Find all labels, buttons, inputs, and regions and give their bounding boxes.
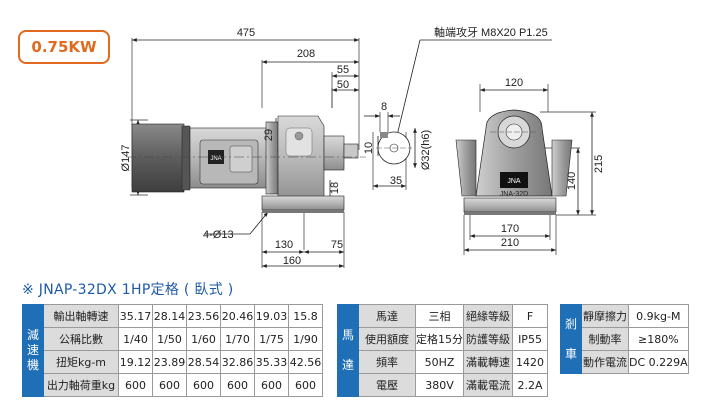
svg-text:JNA: JNA — [210, 156, 221, 162]
reducer-spec-table: 減 速 機 輸出軸轉速 35.17 28.14 23.56 20.46 19.0… — [22, 304, 323, 397]
reducer-row-label: 出力軸荷重kg — [43, 373, 119, 397]
dim-35: 35 — [390, 175, 402, 187]
motor-cell-label: 絕緣等級 — [463, 304, 513, 328]
table-cell: 1/75 — [254, 327, 289, 351]
dim-key-height: 10 — [363, 142, 375, 154]
motor-spec-table: 馬 達 馬達 三相 絕緣等級 F 使用額度 定格15分 防護等級 IP55 頻率… — [337, 304, 548, 397]
reducer-row-label: 公稱比數 — [43, 327, 119, 351]
table-cell: 1/70 — [220, 327, 255, 351]
table-cell: 19.12 — [118, 350, 153, 374]
brake-cell-value: DC 0.229A — [628, 350, 689, 374]
dim-215: 215 — [593, 155, 605, 173]
table-cell: 600 — [152, 373, 187, 397]
motor-cell-value: 三相 — [415, 304, 464, 328]
table-cell: 28.54 — [186, 350, 221, 374]
table-cell: 28.14 — [152, 304, 187, 328]
reducer-row-label: 輸出軸轉速 — [43, 304, 119, 328]
table-cell: 600 — [220, 373, 255, 397]
dim-shaft-55: 55 — [337, 64, 349, 76]
brake-cell-value: ≥180% — [628, 327, 689, 351]
motor-cell-value: 2.2A — [512, 373, 548, 397]
brake-group-label: 剎 車 — [560, 304, 582, 374]
reducer-group-label: 減 速 機 — [22, 304, 44, 397]
motor-cell-label: 防護等級 — [463, 327, 513, 351]
brake-cell-label: 制動率 — [581, 327, 629, 351]
table-row: 頻率 50HZ 滿載轉速 1420 — [338, 350, 548, 374]
motor-cell-label: 頻率 — [358, 350, 416, 374]
table-row: 動作電流 DC 0.229A — [561, 350, 689, 374]
dim-shaft-diameter: Ø32(h6) — [420, 130, 432, 170]
table-cell: 600 — [254, 373, 289, 397]
motor-cell-label: 電壓 — [358, 373, 416, 397]
motor-cell-label: 馬達 — [358, 304, 416, 328]
table-row: 扭矩kg-m 19.12 23.89 28.54 32.86 35.33 42.… — [23, 350, 323, 374]
motor-cell-label: 使用額度 — [358, 327, 416, 351]
front-view: JNA JNA-32D 120 140 215 170 210 — [455, 77, 605, 255]
table-cell: 1/60 — [186, 327, 221, 351]
table-cell: 32.86 — [220, 350, 255, 374]
table-cell: 42.56 — [288, 350, 323, 374]
motor-cell-value: 380V — [415, 373, 464, 397]
brake-cell-label: 動作電流 — [581, 350, 629, 374]
motor-cell-label: 滿載電流 — [463, 373, 513, 397]
side-view: JNA 475 208 55 50 Ø147 29 18 — [120, 27, 366, 268]
dim-shaft-50: 50 — [337, 79, 349, 91]
power-badge-text: 0.75KW — [31, 38, 97, 56]
dim-29: 29 — [263, 129, 275, 141]
table-cell: 600 — [288, 373, 323, 397]
dim-120: 120 — [505, 77, 523, 89]
table-cell: 23.56 — [186, 304, 221, 328]
brake-spec-table: 剎 車 靜摩擦力 0.9kg-M 制動率 ≥180% 動作電流 DC 0.229… — [560, 304, 689, 374]
shaft-detail: 軸端攻牙 M8X20 P1.25 8 10 Ø32(h6) 35 — [363, 25, 552, 190]
dim-210: 210 — [501, 237, 519, 249]
dim-160: 160 — [283, 255, 301, 267]
motor-cell-value: IP55 — [512, 327, 548, 351]
dim-mount-holes: 4-Ø13 — [203, 229, 234, 241]
table-row: 剎 車 靜摩擦力 0.9kg-M — [560, 304, 689, 374]
front-logo-model: JNA-32D — [500, 191, 528, 198]
shaft-thread-note: 軸端攻牙 M8X20 P1.25 — [434, 25, 548, 39]
svg-text:JNA: JNA — [507, 178, 521, 185]
reducer-row-label: 扭矩kg-m — [43, 350, 119, 374]
table-row: 馬 達 馬達 三相 絕緣等級 F — [337, 304, 548, 397]
motor-group-label: 馬 達 — [337, 304, 359, 397]
dim-170: 170 — [501, 223, 519, 235]
power-badge: 0.75KW — [18, 30, 110, 64]
technical-drawing: JNA 475 208 55 50 Ø147 29 18 — [120, 25, 605, 268]
dim-75: 75 — [331, 239, 343, 251]
dim-18: 18 — [329, 182, 341, 194]
table-cell: 600 — [186, 373, 221, 397]
motor-cell-value: F — [512, 304, 548, 328]
table-cell: 600 — [118, 373, 153, 397]
table-cell: 23.89 — [152, 350, 187, 374]
table-cell: 35.33 — [254, 350, 289, 374]
spec-heading: ※ JNAP-32DX 1HP定格 ( 臥式 ) — [22, 282, 234, 298]
table-cell: 19.03 — [254, 304, 289, 328]
table-row: 出力軸荷重kg 600 600 600 600 600 600 — [23, 373, 323, 397]
dim-motor-diameter: Ø147 — [120, 145, 132, 172]
motor-cell-value: 定格15分 — [415, 327, 464, 351]
table-row: 電壓 380V 滿載電流 2.2A — [338, 373, 548, 397]
table-cell: 20.46 — [220, 304, 255, 328]
table-row: 使用額度 定格15分 防護等級 IP55 — [338, 327, 548, 351]
dim-gearbox-length: 208 — [297, 48, 315, 60]
table-row: 制動率 ≥180% — [561, 327, 689, 351]
table-row: 公稱比數 1/40 1/50 1/60 1/70 1/75 1/90 — [23, 327, 323, 351]
brake-cell-label: 靜摩擦力 — [581, 304, 629, 328]
table-cell: 1/90 — [288, 327, 323, 351]
dim-140: 140 — [566, 172, 578, 190]
table-cell: 1/40 — [118, 327, 153, 351]
dim-130: 130 — [275, 239, 293, 251]
brake-cell-value: 0.9kg-M — [628, 304, 689, 328]
table-row: 減 速 機 輸出軸轉速 35.17 28.14 23.56 20.46 19.0… — [22, 304, 323, 397]
table-cell: 1/50 — [152, 327, 187, 351]
dim-key-width: 8 — [381, 101, 387, 113]
table-cell: 15.8 — [288, 304, 323, 328]
motor-cell-value: 50HZ — [415, 350, 464, 374]
motor-cell-value: 1420 — [512, 350, 548, 374]
dim-overall-length: 475 — [237, 27, 255, 39]
motor-cell-label: 滿載轉速 — [463, 350, 513, 374]
table-cell: 35.17 — [118, 304, 153, 328]
